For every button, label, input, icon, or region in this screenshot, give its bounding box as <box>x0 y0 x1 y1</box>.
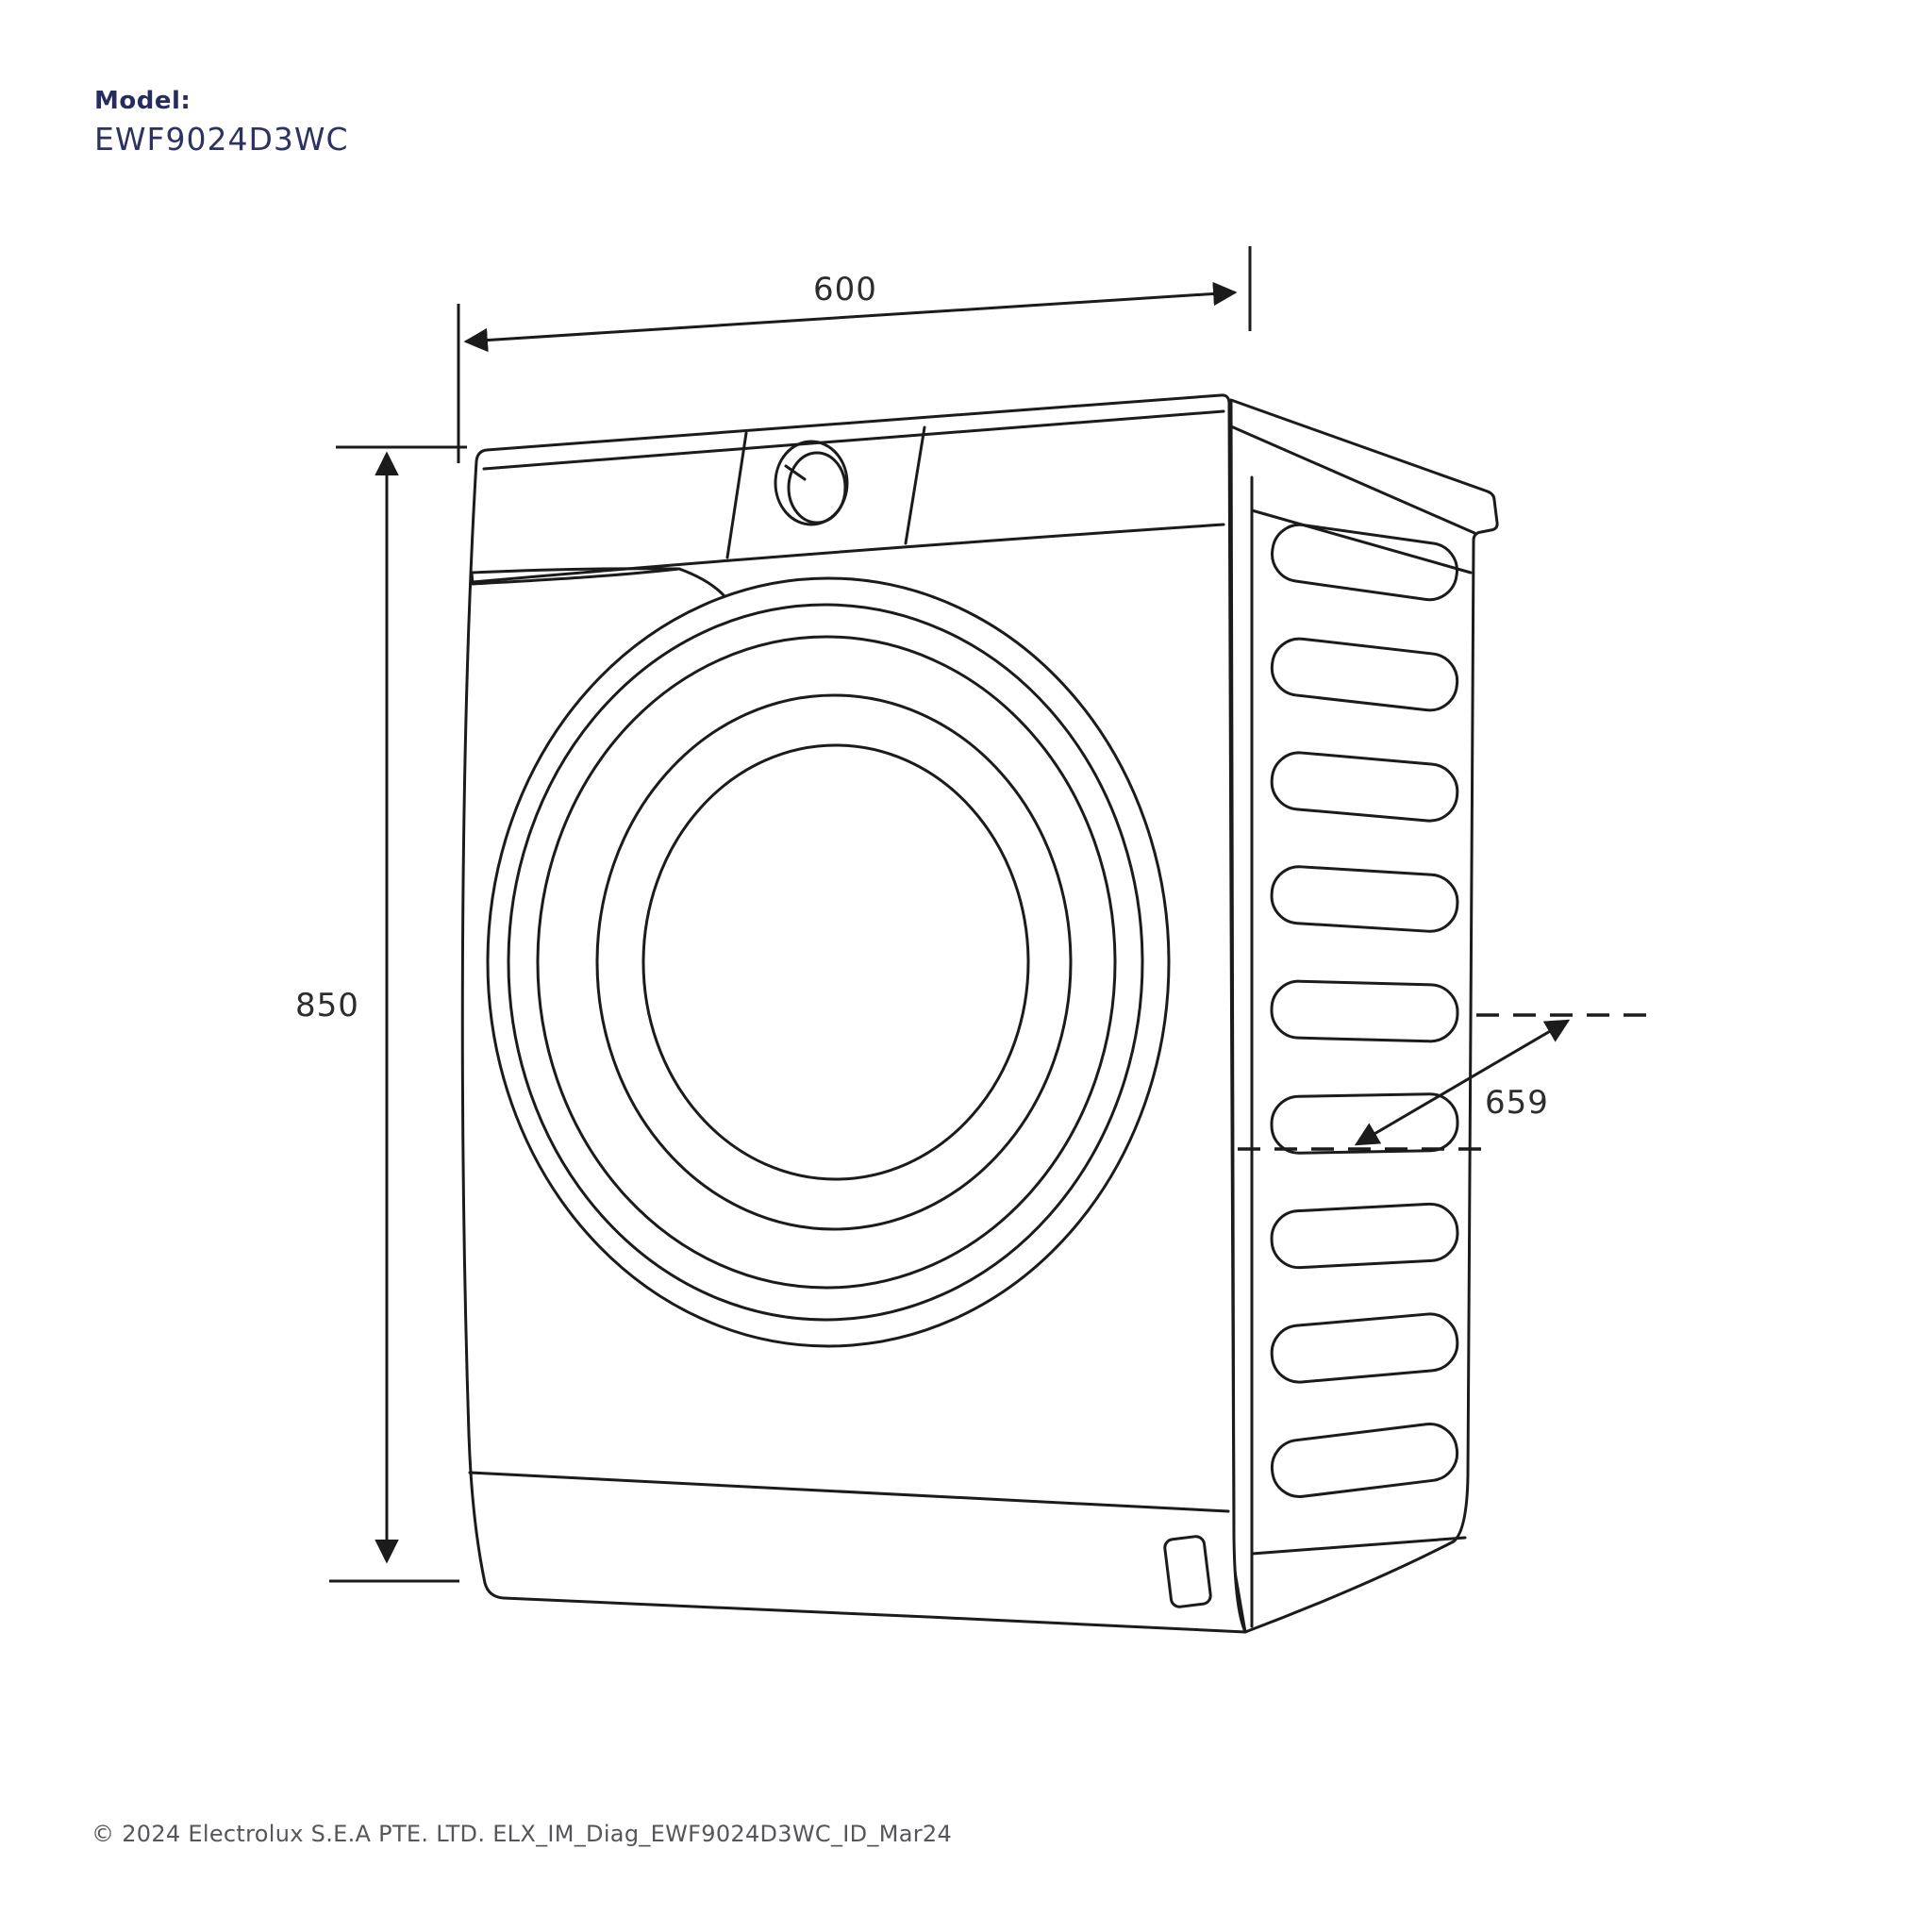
control-panel-divider-right <box>904 425 926 545</box>
copyright-text: © 2024 Electrolux S.E.A PTE. LTD. ELX_IM… <box>92 1821 953 1847</box>
side-panel <box>1229 398 1499 1634</box>
vent-slot <box>1270 637 1459 712</box>
front-panel <box>460 393 1247 1634</box>
vent-slot <box>1270 751 1459 823</box>
vent-slot <box>1270 1423 1459 1498</box>
side-recess-top-edge <box>1250 508 1473 575</box>
filter-access-door <box>1163 1535 1212 1608</box>
height-dimension-label: 850 <box>295 987 359 1024</box>
vent-slot <box>1270 865 1459 933</box>
model-block: Model: EWF9024D3WC <box>94 87 349 158</box>
depth-dimension-arrow <box>1354 1019 1571 1146</box>
vent-slot <box>1270 1202 1459 1270</box>
lid-front-edge <box>482 409 1225 471</box>
vent-slot <box>1271 523 1458 602</box>
vent-slot <box>1270 1312 1459 1384</box>
width-dimension: 600 <box>457 246 1252 463</box>
knob-outer-ring <box>774 440 849 526</box>
washing-machine-figure <box>460 393 1499 1634</box>
width-dimension-label: 600 <box>813 271 877 308</box>
program-knob <box>774 440 849 526</box>
kickplate-line <box>468 1471 1230 1513</box>
depth-dimension: 659 <box>1238 1013 1651 1151</box>
door-glass-outer <box>595 693 1073 1231</box>
lid-side-edge <box>1229 425 1476 535</box>
knob-inner-ring <box>787 451 847 525</box>
door-ring-3 <box>536 635 1117 1290</box>
model-label: Model: <box>94 87 192 115</box>
width-dimension-arrow <box>463 281 1238 353</box>
model-code: EWF9024D3WC <box>94 121 349 158</box>
door-ring-2 <box>507 603 1144 1322</box>
depth-dimension-label: 659 <box>1485 1084 1549 1122</box>
knob-pointer <box>784 464 807 481</box>
control-panel-divider-left <box>725 431 748 559</box>
door-glass-inner <box>641 743 1030 1181</box>
drawer-to-door-line <box>677 567 726 598</box>
door-ring-outer <box>486 576 1171 1348</box>
control-panel-bottom-edge <box>471 523 1225 584</box>
side-recess-bottom-edge <box>1250 1536 1467 1556</box>
door <box>486 576 1171 1348</box>
height-dimension: 850 <box>295 445 467 1583</box>
